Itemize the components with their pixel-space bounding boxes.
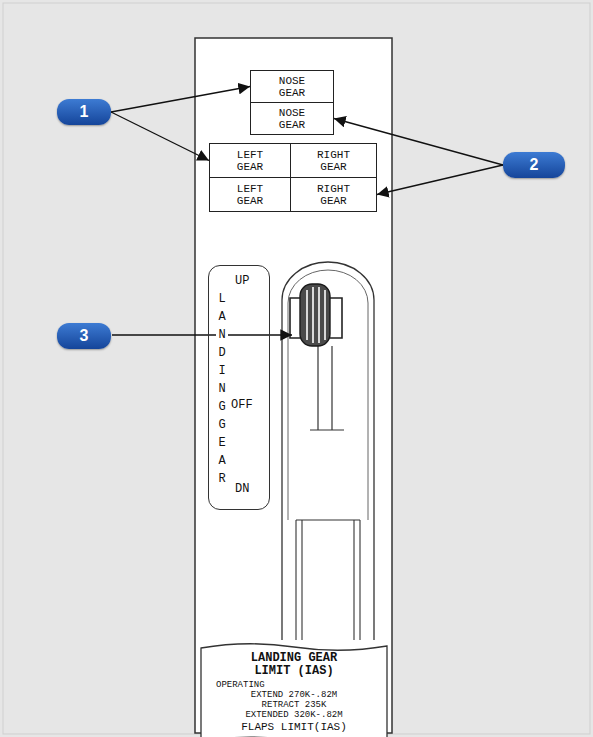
lever-wheel bbox=[300, 284, 330, 346]
lever-track bbox=[353, 520, 354, 640]
wheel-stripe bbox=[306, 290, 308, 340]
lever-track bbox=[301, 520, 302, 640]
lever-placard: LANDING GEAR UP OFF DN bbox=[208, 265, 270, 510]
indicator-light: NOSE GEAR bbox=[250, 70, 334, 103]
indicator-light: RIGHT GEAR bbox=[290, 143, 377, 178]
placard-heading: LANDING GEAR LIMIT (IAS) bbox=[238, 652, 350, 678]
leader-arrow bbox=[111, 112, 209, 161]
wheel-stripe bbox=[312, 287, 314, 343]
light-label: NOSE GEAR bbox=[269, 75, 315, 99]
lever-bracket bbox=[330, 298, 342, 338]
panel bbox=[195, 38, 392, 733]
callout-number: 3 bbox=[57, 323, 111, 349]
position-label: DN bbox=[235, 482, 249, 496]
indicator-light: LEFT GEAR bbox=[209, 177, 291, 212]
placard-note: EXTENDED 320K-.82M bbox=[210, 710, 378, 720]
limit-placard: LANDING GEAR LIMIT (IAS) OPERATINGEXTEND … bbox=[200, 640, 388, 737]
frame bbox=[3, 3, 590, 734]
leader-arrow bbox=[111, 87, 250, 113]
vertical-label: LANDING GEAR bbox=[216, 290, 228, 488]
indicator-light: RIGHT GEAR bbox=[290, 177, 377, 212]
leader-line bbox=[112, 334, 292, 335]
indicator-light: NOSE GEAR bbox=[250, 102, 334, 135]
light-label: LEFT GEAR bbox=[227, 183, 273, 207]
lever-track bbox=[295, 520, 296, 640]
placard-note: OPERATING bbox=[210, 680, 378, 690]
placard-outline bbox=[201, 644, 387, 737]
lever-detent bbox=[310, 429, 344, 430]
lever-guard-inner bbox=[288, 270, 368, 520]
callout-number: 2 bbox=[503, 152, 565, 178]
placard-note: EXTEND 270K-.82M bbox=[210, 690, 378, 700]
callout-text: 1 bbox=[80, 103, 89, 121]
wheel-stripe bbox=[324, 290, 326, 340]
lever-bracket bbox=[290, 298, 300, 338]
placard-note: RETRACT 235K bbox=[210, 700, 378, 710]
callout-text: 2 bbox=[530, 156, 539, 174]
callout-number: 1 bbox=[57, 99, 111, 125]
lever-stem bbox=[317, 346, 318, 430]
light-label: RIGHT GEAR bbox=[311, 149, 357, 173]
position-label: OFF bbox=[231, 398, 253, 412]
indicator-light: LEFT GEAR bbox=[209, 143, 291, 178]
position-label: UP bbox=[235, 274, 249, 288]
lever-guard bbox=[282, 262, 374, 640]
light-label: RIGHT GEAR bbox=[311, 183, 357, 207]
placard-heading: FLAPS LIMIT(IAS) bbox=[210, 721, 378, 733]
leader-arrow bbox=[377, 165, 503, 195]
lever-track bbox=[296, 519, 360, 520]
lever-stem bbox=[331, 346, 332, 430]
light-label: LEFT GEAR bbox=[227, 149, 273, 173]
lever-track bbox=[359, 520, 360, 640]
callout-text: 3 bbox=[80, 327, 89, 345]
wheel-stripe bbox=[318, 287, 320, 343]
light-label: NOSE GEAR bbox=[269, 107, 315, 131]
